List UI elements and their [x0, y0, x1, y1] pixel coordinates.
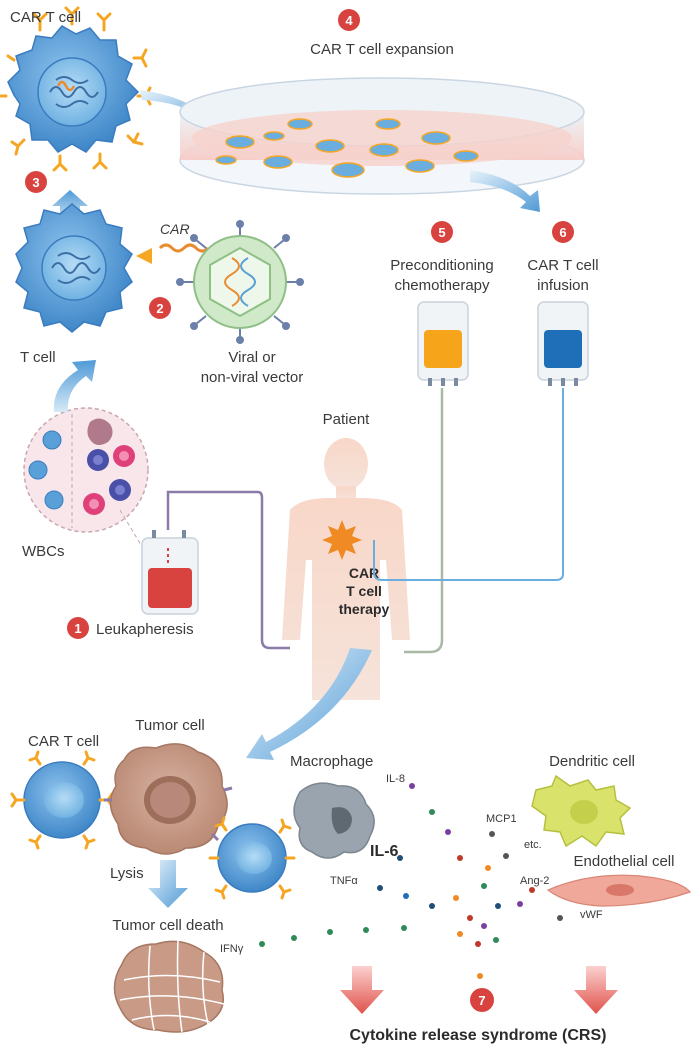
- arrow-to-infusion: [470, 170, 540, 212]
- patient-figure: [282, 438, 410, 700]
- cytokine-etc: etc.: [524, 839, 542, 851]
- tumor-cell-label: Tumor cell: [135, 717, 204, 734]
- svg-text:1: 1: [74, 621, 81, 636]
- crs-label: Cytokine release syndrome (CRS): [350, 1027, 607, 1044]
- step-2-badge: 2: [149, 297, 171, 319]
- dead-tumor-cell: [113, 939, 225, 1033]
- t-cell-label: T cell: [20, 349, 56, 366]
- step-4-badge: 4: [338, 9, 360, 31]
- car-t-cell-bottom-label: CAR T cell: [28, 733, 99, 750]
- car-receptors-top: [0, 6, 152, 172]
- endothelial-cell-label: Endothelial cell: [574, 853, 675, 870]
- leukapheresis-label: Leukapheresis: [96, 621, 194, 638]
- macrophage-label: Macrophage: [290, 753, 373, 770]
- lysis-arrow: [148, 860, 188, 908]
- svg-text:7: 7: [478, 993, 485, 1008]
- cytokine-mcp1: MCP1: [486, 813, 517, 825]
- dendritic-cell-label: Dendritic cell: [549, 753, 635, 770]
- viral-vector: [176, 220, 304, 344]
- svg-text:6: 6: [559, 225, 566, 240]
- chemo-bag: [417, 301, 469, 386]
- patient-label: Patient: [323, 411, 371, 428]
- svg-text:5: 5: [438, 225, 445, 240]
- step-5-badge: 5: [431, 221, 453, 243]
- cytokine-tnfa: TNFα: [330, 875, 358, 887]
- cytokine-il6: IL-6: [370, 843, 399, 860]
- leukapheresis-bag: [141, 530, 199, 615]
- cytokine-dots: [259, 783, 563, 979]
- tumor-cell-death-label: Tumor cell death: [112, 917, 223, 934]
- t-cell: [15, 203, 133, 333]
- wbcs-label: WBCs: [22, 543, 65, 560]
- infusion-label-line2: infusion: [537, 277, 589, 294]
- crs-arrow-right: [574, 966, 618, 1014]
- svg-text:4: 4: [345, 13, 353, 28]
- arrow-to-expansion: [140, 90, 222, 130]
- chemo-tube: [404, 388, 444, 654]
- infusion-tube: [373, 388, 564, 581]
- precond-label-line2: chemotherapy: [394, 277, 490, 294]
- therapy-label-line2: T cell: [346, 583, 382, 599]
- cytokine-ifng: IFNγ: [220, 943, 244, 955]
- expanded-cells: [215, 118, 479, 178]
- car-t-cell-attacking: [208, 816, 296, 900]
- therapy-label-line3: therapy: [339, 601, 390, 617]
- macrophage: [293, 782, 375, 859]
- therapy-starburst-icon: [322, 520, 362, 560]
- expansion-label: CAR T cell expansion: [310, 41, 454, 58]
- leukapheresis-tube: [166, 490, 290, 650]
- vector-label-line1: Viral or: [228, 349, 275, 366]
- precond-label-line1: Preconditioning: [390, 257, 493, 274]
- arrow-to-tumor-scene: [246, 648, 372, 760]
- lysis-label: Lysis: [110, 865, 144, 882]
- arrow-up-to-t-cell: [53, 360, 96, 412]
- cytokine-il8: IL-8: [386, 773, 405, 785]
- infusion-bag: [537, 301, 589, 386]
- car-gene: CAR: [136, 221, 210, 264]
- step-6-badge: 6: [552, 221, 574, 243]
- step-3-badge: 3: [25, 171, 47, 193]
- culture-dish: [179, 77, 585, 195]
- step-7-badge: 7: [470, 988, 494, 1012]
- endothelial-cell: [546, 874, 692, 907]
- crs-arrow-left: [340, 966, 384, 1014]
- cytokine-vwf: vWF: [580, 909, 603, 921]
- svg-text:CAR: CAR: [160, 221, 190, 237]
- car-t-cell-top-label: CAR T cell: [10, 9, 81, 26]
- svg-text:2: 2: [156, 301, 163, 316]
- step-1-badge: 1: [67, 617, 89, 639]
- car-t-cell-top: [7, 25, 140, 153]
- vector-label-line2: non-viral vector: [201, 369, 304, 386]
- car-t-cell-bottom: [10, 750, 114, 850]
- cytokine-ang2: Ang-2: [520, 875, 549, 887]
- infusion-label-line1: CAR T cell: [527, 257, 598, 274]
- wbc-bubble: [23, 407, 149, 533]
- svg-text:3: 3: [32, 175, 39, 190]
- dendritic-cell: [531, 774, 632, 848]
- therapy-label-line1: CAR: [349, 565, 379, 581]
- tumor-cell: [104, 743, 233, 855]
